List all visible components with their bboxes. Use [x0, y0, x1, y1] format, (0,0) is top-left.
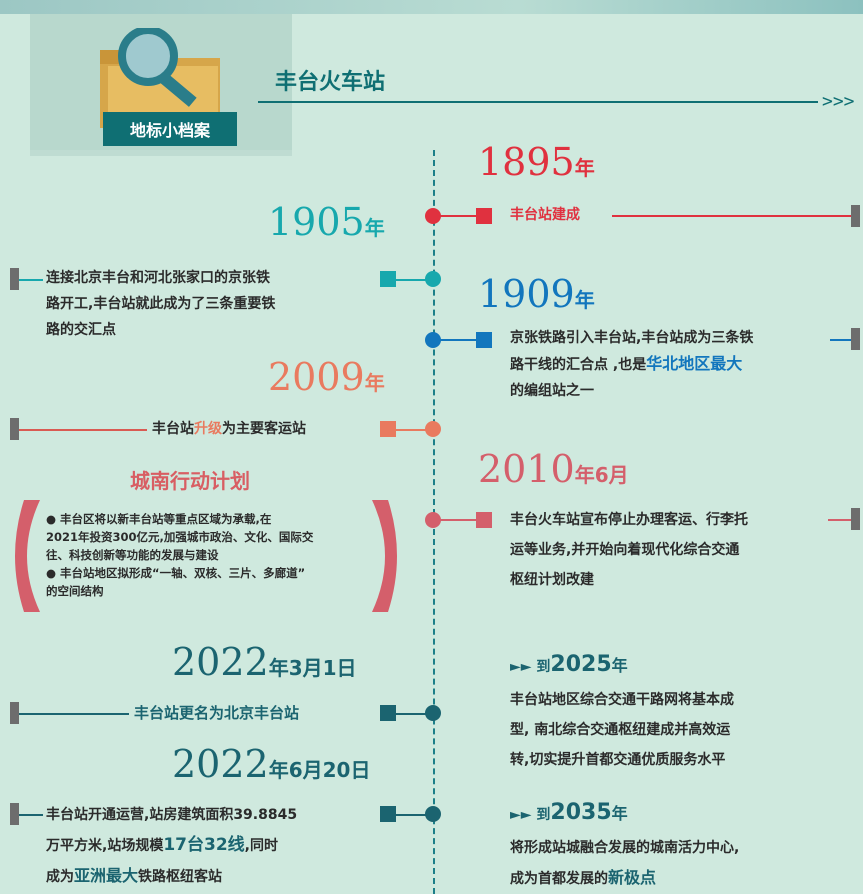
year-1909: 1909年 — [478, 272, 595, 316]
title-arrow: >>> — [822, 91, 855, 112]
future-2025-line3: 转,切实提升首都交通优质服务水平 — [510, 752, 726, 768]
marker-1905 — [380, 271, 396, 287]
line-2009-left — [19, 429, 147, 431]
event-1909-line1: 京张铁路引入丰台站,丰台站成为三条铁 — [510, 330, 754, 346]
line-2010-right — [828, 519, 854, 521]
badge-shadow — [30, 150, 292, 156]
timeline-dot-2010 — [425, 512, 441, 528]
connector-1905 — [396, 279, 428, 281]
event-2010-line2: 运等业务,并开始向着现代化综合交通 — [510, 542, 740, 558]
connector-2022-mar — [396, 713, 428, 715]
event-2022-jun-highlight2: 亚洲最大 — [74, 866, 139, 885]
future-2035-line2: 成为首都发展的新极点 — [510, 868, 657, 887]
line-2022-mar-left — [19, 713, 129, 715]
timeline-dot-2022-mar — [425, 705, 441, 721]
event-2022-jun-highlight1: 17台32线 — [163, 835, 245, 855]
plan-line5: 的空间结构 — [46, 584, 104, 598]
event-2022-jun-line3: 成为亚洲最大铁路枢纽客站 — [46, 866, 223, 885]
event-2022-jun-line2: 万平方米,站场规模17台32线,同时 — [46, 835, 278, 855]
year-2022-jun: 2022年6月20日 — [172, 742, 371, 786]
future-2035-heading: ►► 到2035年 — [510, 800, 628, 825]
event-1909-line3: 的编组站之一 — [510, 383, 594, 399]
connector-1909 — [440, 339, 476, 341]
future-2035-line1: 将形成站城融合发展的城南活力中心, — [510, 840, 740, 856]
year-2022-mar: 2022年3月1日 — [172, 640, 357, 684]
line-1895 — [612, 215, 854, 217]
future-2025-heading: ►► 到2025年 — [510, 652, 628, 677]
page-title: 丰台火车站 — [275, 70, 386, 95]
bracket-right — [372, 500, 397, 612]
event-2010-line1: 丰台火车站宣布停止办理客运、行李托 — [510, 512, 748, 528]
plan-title: 城南行动计划 — [130, 469, 250, 493]
cap-2022-jun — [10, 803, 19, 825]
title-underline — [258, 101, 818, 103]
marker-2022-jun — [380, 806, 396, 822]
event-1905-line3: 路的交汇点 — [46, 322, 116, 338]
cap-1909 — [851, 328, 860, 350]
cap-1895 — [851, 205, 860, 227]
plan-line3: 往、科技创新等功能的发展与建设 — [46, 548, 219, 562]
year-2009: 2009年 — [268, 355, 385, 399]
bracket-left — [15, 500, 40, 612]
marker-1909 — [476, 332, 492, 348]
timeline-dot-1905 — [425, 271, 441, 287]
plan-text: ● 丰台区将以新丰台站等重点区域为承载,在 2021年投资300亿元,加强城市政… — [46, 510, 368, 600]
event-2022-mar-text: 丰台站更名为北京丰台站 — [134, 704, 300, 722]
connector-2009 — [396, 429, 428, 431]
connector-2022-jun — [396, 814, 428, 816]
event-1909-highlight: 华北地区最大 — [646, 354, 743, 373]
event-1895-text: 丰台站建成 — [510, 207, 580, 223]
event-1905-text: 连接北京丰台和河北张家口的京张铁 路开工,丰台站就此成为了三条重要铁 路的交汇点 — [46, 265, 376, 343]
connector-2010 — [440, 519, 476, 521]
year-1895: 1895年 — [478, 140, 595, 184]
event-1905-line1: 连接北京丰台和河北张家口的京张铁 — [46, 270, 270, 286]
event-1905-line2: 路开工,丰台站就此成为了三条重要铁 — [46, 296, 276, 312]
timeline-dot-2022-jun — [425, 806, 441, 822]
future-2035-highlight: 新极点 — [608, 868, 657, 887]
event-2010-text: 丰台火车站宣布停止办理客运、行李托 运等业务,并开始向着现代化综合交通 枢纽计划… — [510, 505, 840, 595]
event-1909-line2: 路干线的汇合点 ,也是华北地区最大 — [510, 354, 743, 373]
future-2025-text: 丰台站地区综合交通干路网将基本成 型, 南北综合交通枢纽建成并高效运 转,切实提… — [510, 685, 850, 775]
plan-line2: 2021年投资300亿元,加强城市政治、文化、国际交 — [46, 530, 314, 544]
timeline-dot-1909 — [425, 332, 441, 348]
timeline-dot-2009 — [425, 421, 441, 437]
line-1909-right — [830, 339, 854, 341]
marker-1895 — [476, 208, 492, 224]
event-1909-text: 京张铁路引入丰台站,丰台站成为三条铁 路干线的汇合点 ,也是华北地区最大 的编组… — [510, 325, 840, 404]
event-2009-text: 丰台站升级为主要客运站 — [152, 421, 306, 437]
line-1905-left — [19, 279, 43, 281]
cap-2022-mar — [10, 702, 19, 724]
line-2022-jun-left — [19, 814, 43, 816]
magnifier-folder-icon — [100, 28, 220, 128]
event-2022-jun-line1: 丰台站开通运营,站房建筑面积39.8845 — [46, 807, 298, 823]
year-2010: 2010年6月 — [478, 447, 629, 491]
year-1905: 1905年 — [268, 200, 385, 244]
future-2025-line2: 型, 南北综合交通枢纽建成并高效运 — [510, 722, 731, 738]
future-2035-text: 将形成站城融合发展的城南活力中心, 成为首都发展的新极点 — [510, 833, 850, 894]
cap-2009 — [10, 418, 19, 440]
plan-line1: ● 丰台区将以新丰台站等重点区域为承载,在 — [46, 512, 272, 526]
top-band — [0, 0, 863, 14]
marker-2022-mar — [380, 705, 396, 721]
connector-1895 — [440, 215, 476, 217]
marker-2010 — [476, 512, 492, 528]
plan-line4: ● 丰台站地区拟形成“一轴、双核、三片、多廊道” — [46, 566, 306, 580]
cap-1905 — [10, 268, 19, 290]
event-2022-jun-text: 丰台站开通运营,站房建筑面积39.8845 万平方米,站场规模17台32线,同时… — [46, 800, 376, 892]
badge-label: 地标小档案 — [103, 112, 237, 146]
event-2010-line3: 枢纽计划改建 — [510, 572, 594, 588]
marker-2009 — [380, 421, 396, 437]
cap-2010 — [851, 508, 860, 530]
future-2025-line1: 丰台站地区综合交通干路网将基本成 — [510, 692, 734, 708]
timeline-dot-1895 — [425, 208, 441, 224]
event-2009-highlight: 升级 — [194, 421, 222, 437]
